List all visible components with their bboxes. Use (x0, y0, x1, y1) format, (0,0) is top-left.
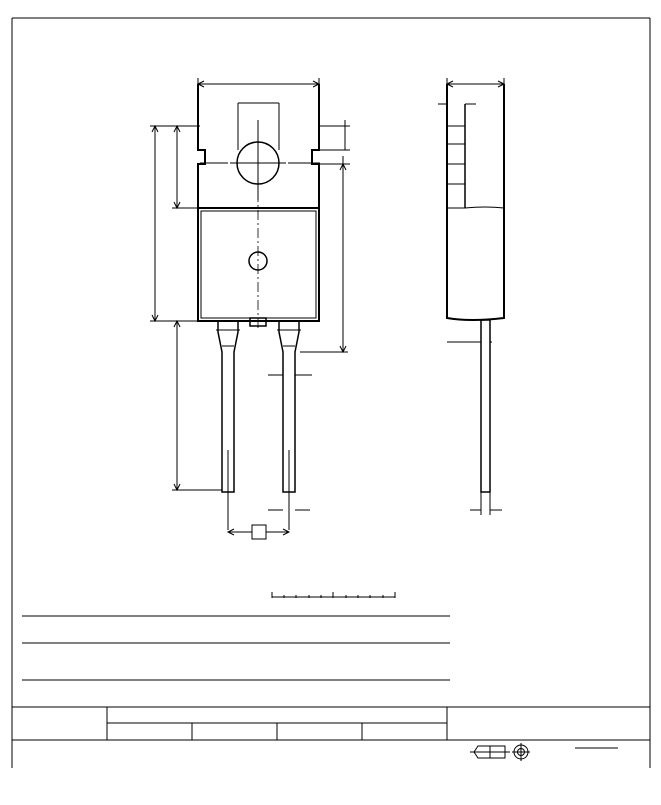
package-leads (216, 318, 301, 530)
front-view (150, 78, 350, 539)
side-lead (481, 320, 490, 492)
sheet-border (12, 18, 650, 768)
title-block (12, 707, 650, 761)
notes-lines (22, 616, 450, 680)
scale-bar (272, 592, 395, 598)
side-profile-outline (447, 84, 504, 320)
body-center-mark (249, 252, 267, 270)
third-angle-projection-icon (470, 743, 530, 761)
side-view (438, 78, 504, 515)
package-body (198, 208, 319, 321)
